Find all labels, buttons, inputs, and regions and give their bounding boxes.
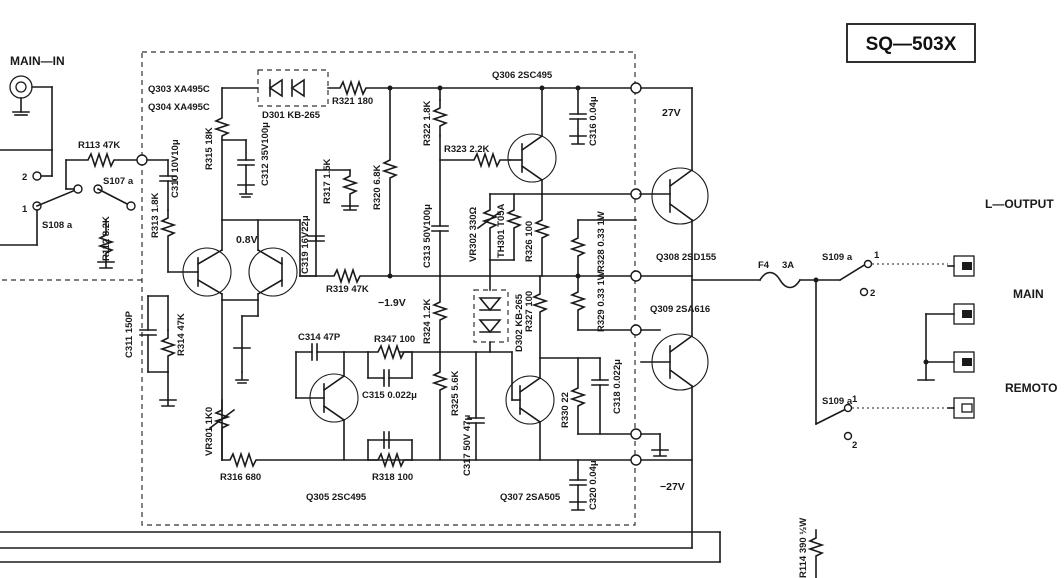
main-label: MAIN	[1013, 287, 1044, 301]
r321-label: R321 180	[332, 96, 373, 107]
neg-rail-label: −27V	[660, 481, 685, 493]
q307-transistor	[505, 375, 555, 425]
switch-pos-2: 2	[22, 172, 27, 183]
r330-label: R330 22	[560, 392, 571, 428]
mid-voltage-label: −1.9V	[378, 297, 406, 309]
input-node	[136, 154, 148, 166]
input-label: MAIN—IN	[10, 54, 65, 68]
r313-label: R313 1.8K	[150, 192, 161, 238]
th301-label: TH301 T05A	[496, 203, 507, 258]
remote-jack-top	[917, 351, 975, 381]
q303-label: Q303 XA495C	[148, 84, 210, 95]
q305-transistor	[295, 373, 359, 423]
s107-label: S107 a	[103, 176, 134, 187]
remote-jack-bottom	[947, 397, 975, 419]
d302-box	[473, 289, 509, 343]
d301-diode	[268, 78, 305, 98]
r319-label: R319 47K	[326, 284, 369, 295]
c315-label: C315 0.022μ	[362, 390, 417, 401]
c319-label: C319 16V22μ	[300, 215, 311, 274]
c317-label: C317 50V 47μ	[462, 415, 473, 476]
r322-label: R322 1.8K	[422, 100, 433, 146]
input-switch	[0, 149, 136, 246]
s109-label: S109 a	[822, 252, 853, 263]
q309-label: Q309 2SA616	[650, 304, 710, 315]
s109b-label: S109 a	[822, 396, 853, 407]
r317-label: R317 1.5K	[322, 158, 333, 204]
s108-label: S108 a	[42, 220, 73, 231]
c320-label: C320 0.04μ	[588, 460, 599, 510]
r112-label: R112 8.2K	[101, 216, 112, 261]
r324-label: R324 1.2K	[422, 298, 433, 344]
main-jack-top	[947, 255, 975, 277]
q306-label: Q306 2SC495	[492, 70, 553, 81]
r325-label: R325 5.6K	[450, 370, 461, 416]
r347-label: R347 100	[374, 334, 415, 345]
q307-label: Q307 2SA505	[500, 492, 561, 503]
r323-label: R323 2.2K	[444, 144, 490, 155]
c314-label: C314 47P	[298, 332, 341, 343]
input-jack	[9, 75, 53, 151]
switch-pos-1: 1	[22, 204, 28, 215]
r326-label: R326 100	[524, 221, 535, 262]
r328-label: R328 0.33 1W	[596, 211, 607, 272]
c318-top-label: C316 0.04μ	[588, 96, 599, 146]
model-title: SQ—503X	[846, 23, 976, 63]
fuse-rating-label: 3A	[782, 260, 794, 271]
ground-symbols	[99, 135, 667, 511]
q308-label: Q308 2SD155	[656, 252, 717, 263]
vr301-label: VR301 1K0	[204, 407, 215, 456]
c310-label: C310 10V10μ	[170, 139, 181, 198]
pos-rail-label: 27V	[662, 107, 681, 119]
c313-label: C313 50V100μ	[422, 204, 433, 268]
vb-label: 0.8V	[236, 234, 258, 246]
q309-transistor	[640, 333, 709, 391]
d301-box	[257, 69, 329, 107]
output-label: L—OUTPUT	[985, 197, 1054, 211]
r320-label: R320 6.8K	[372, 164, 383, 210]
module-boundary	[0, 51, 636, 526]
d302-label: D302 KB-265	[514, 293, 525, 352]
r329-label: R329 0.33 1W	[596, 271, 607, 332]
r314-label: R314 47K	[176, 313, 187, 356]
s109-pos-2: 2	[870, 288, 875, 299]
main-jack-bottom	[925, 303, 975, 381]
q304-transistor	[248, 247, 298, 297]
remote-label: REMOTO	[1005, 381, 1057, 395]
r113-label: R113 47K	[78, 140, 120, 151]
d301-label: D301 KB-265	[262, 110, 321, 121]
s109b-pos-2: 2	[852, 440, 857, 451]
s109-pos-1: 1	[874, 250, 880, 261]
r114-label: R114 390 ½W	[798, 518, 809, 578]
c318-label: C318 0.022μ	[612, 359, 623, 414]
r327-label: R327 100	[524, 291, 535, 332]
d302-diode	[478, 297, 502, 334]
q303-transistor	[167, 247, 232, 297]
fuse-label: F4	[758, 260, 770, 271]
r318-label: R318 100	[372, 472, 413, 483]
model-label: SQ—503X	[866, 34, 957, 55]
q305-label: Q305 2SC495	[306, 492, 367, 503]
r315-label: R315 18K	[204, 127, 215, 170]
q306-transistor	[507, 133, 557, 183]
r316-label: R316 680	[220, 472, 261, 483]
c311-label: C311 150P	[124, 310, 135, 358]
s109b-pos-1: 1	[852, 394, 858, 405]
c312-label: C312 35V100μ	[260, 122, 271, 186]
q308-transistor	[639, 167, 709, 225]
q304-label: Q304 XA495C	[148, 102, 210, 113]
vr302-label: VR302 330Ω	[468, 206, 479, 262]
